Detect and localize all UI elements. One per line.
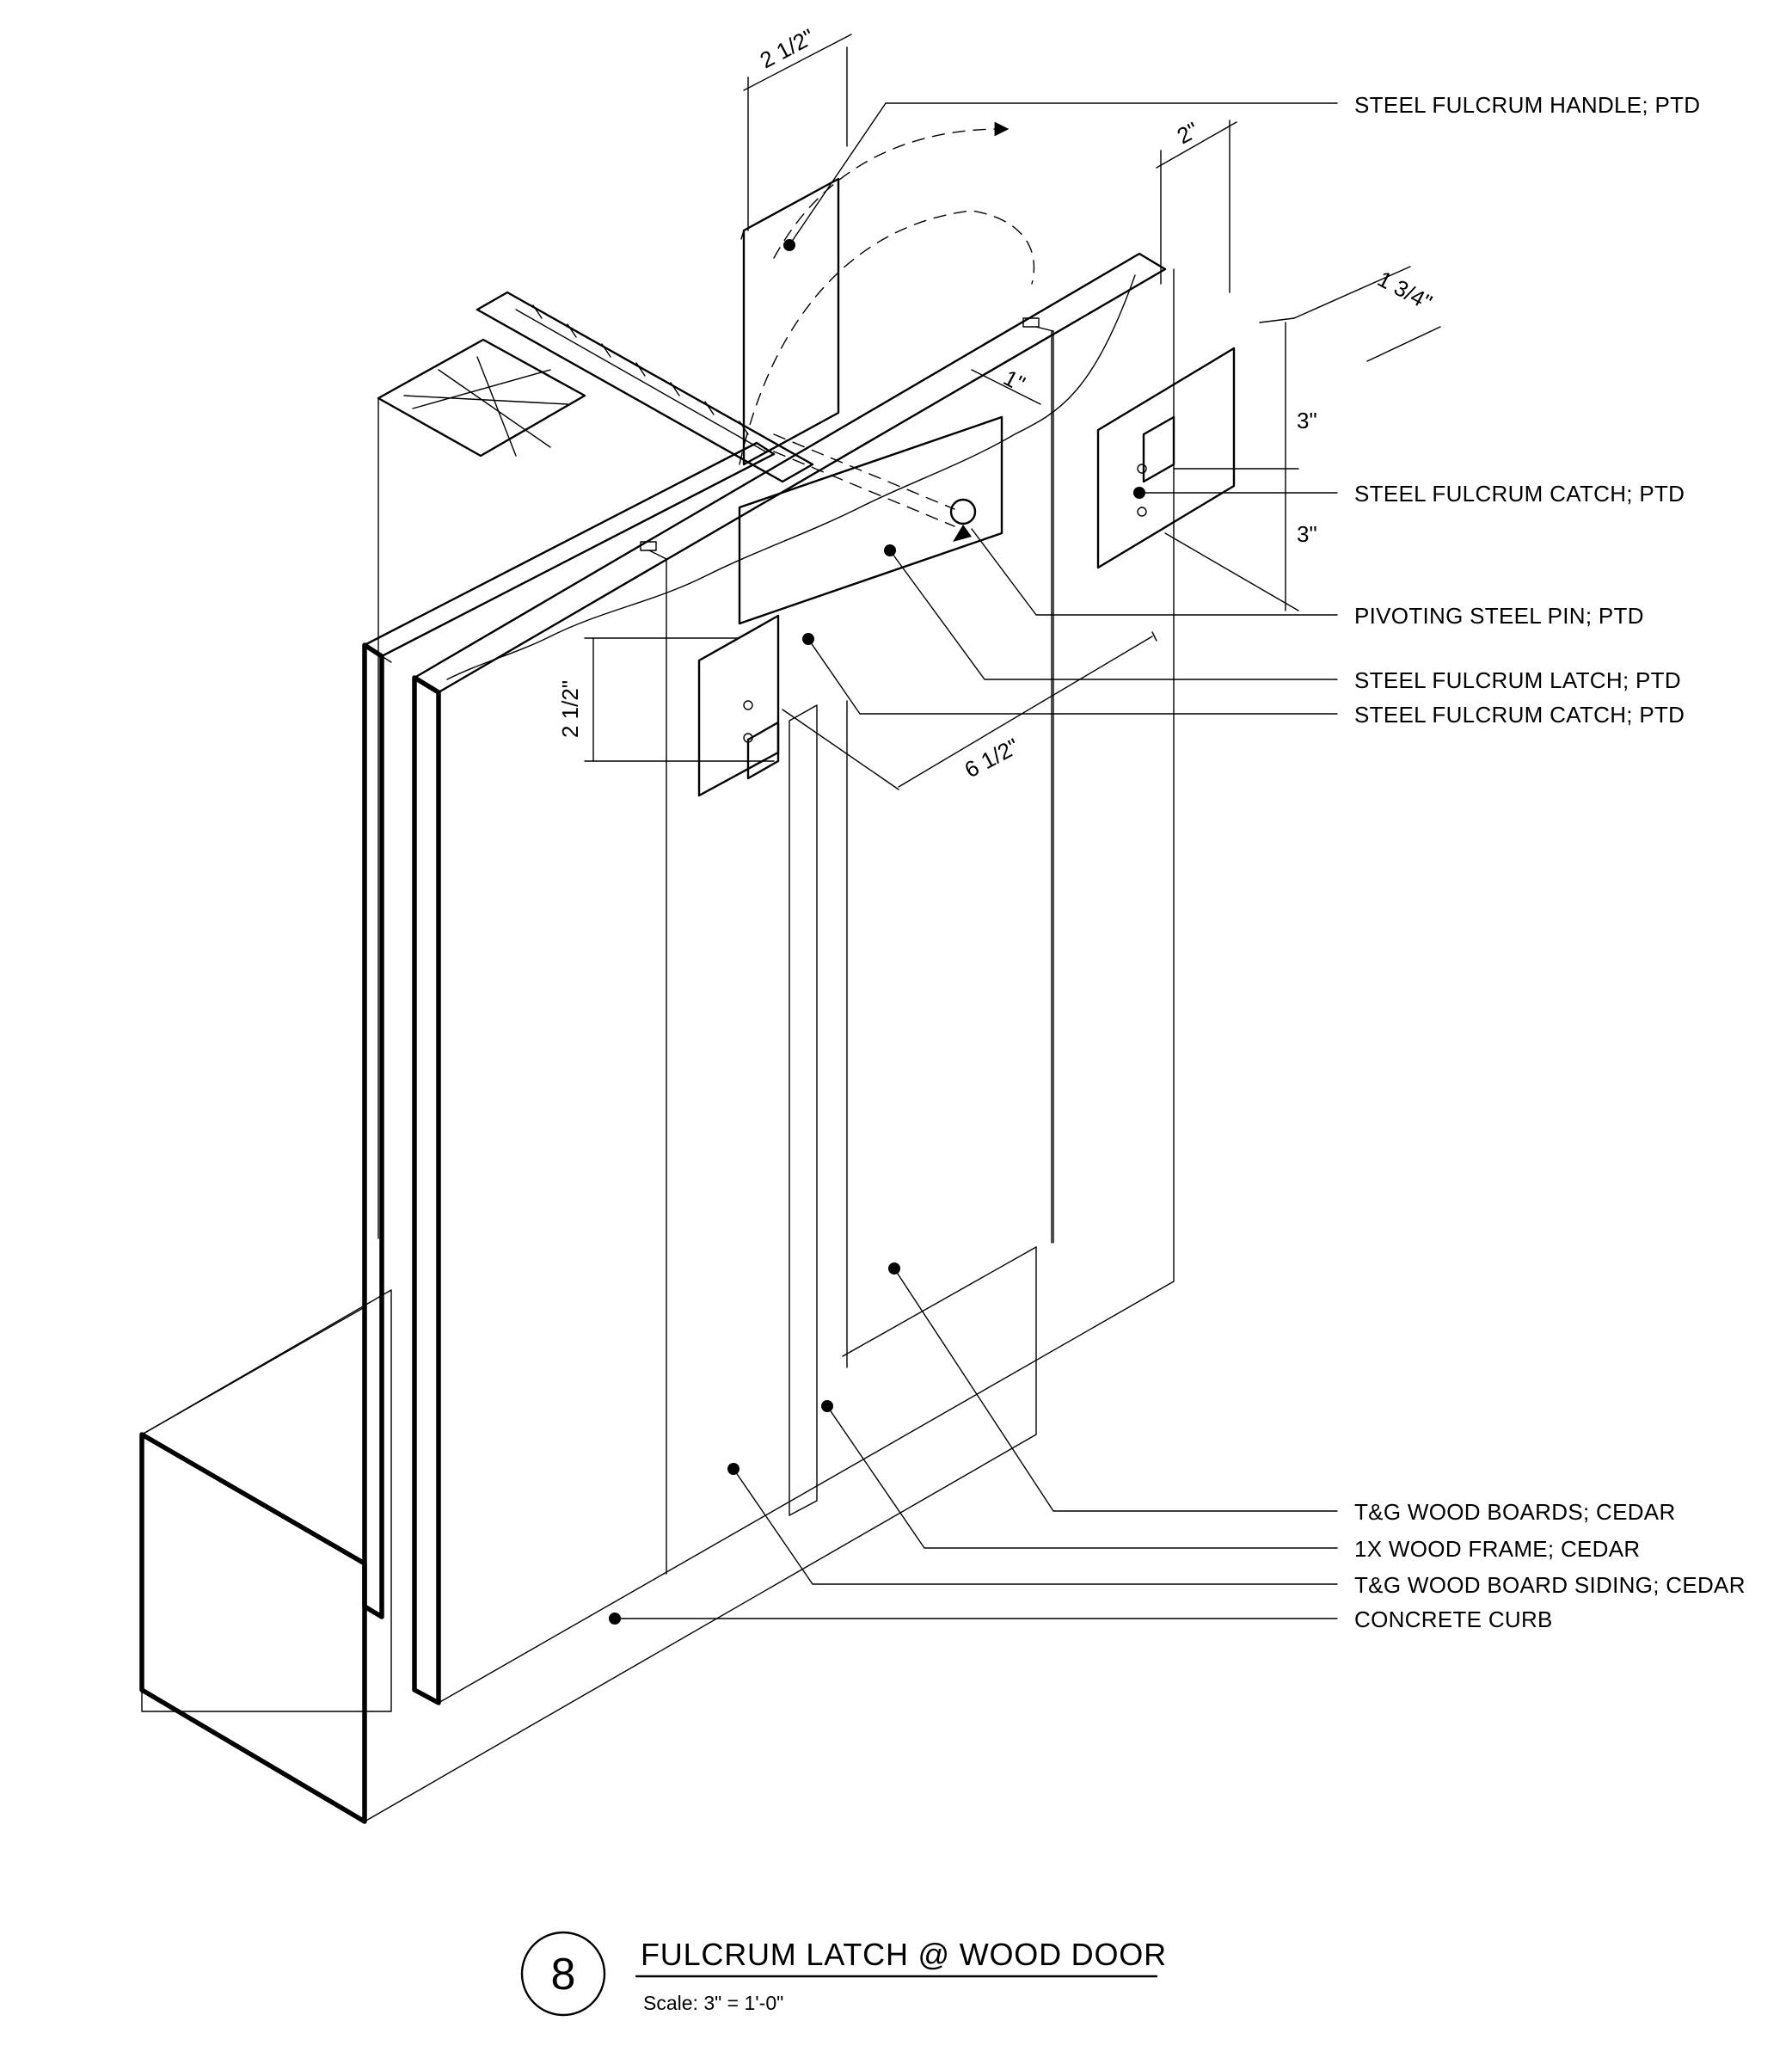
dim-catch-depth: 1 3/4" — [1373, 266, 1436, 316]
dim-handle-width: 2 1/2" — [756, 23, 819, 73]
wall-top-section — [363, 291, 814, 1239]
handle-swing-arc — [739, 121, 1035, 465]
fulcrum-catch-left — [697, 614, 780, 797]
dimension-labels: 2 1/2" 2" 1 3/4" 1" 3" 3" 2 1/2" 6 1/2" — [557, 23, 1436, 783]
latch-bar — [738, 415, 1003, 625]
callout-catch-right: STEEL FULCRUM CATCH; PTD — [1354, 481, 1685, 507]
callout-curb: CONCRETE CURB — [1354, 1606, 1553, 1632]
dim-latch-height: 2 1/2" — [557, 680, 583, 738]
detail-scale: Scale: 3" = 1'-0" — [643, 1992, 783, 2014]
detail-title: FULCRUM LATCH @ WOOD DOOR — [641, 1937, 1167, 1972]
dim-latch-length: 6 1/2" — [960, 733, 1023, 783]
insulated-wall-panel — [362, 642, 392, 1619]
dim-catch-height-upper: 3" — [1297, 408, 1317, 433]
fulcrum-catch-right — [1096, 347, 1236, 569]
concrete-curb — [139, 1246, 1037, 1824]
dim-catch-height-lower: 3" — [1297, 521, 1317, 547]
callout-labels: STEEL FULCRUM HANDLE; PTD STEEL FULCRUM … — [1354, 92, 1746, 1632]
dimension-lines — [584, 34, 1441, 790]
leader-lines — [609, 102, 1338, 1625]
pivoting-pin — [949, 498, 977, 525]
dim-pin-offset: 1" — [999, 365, 1029, 397]
callout-pin: PIVOTING STEEL PIN; PTD — [1354, 603, 1644, 629]
fulcrum-handle — [740, 177, 840, 466]
title-block: 8 FULCRUM LATCH @ WOOD DOOR Scale: 3" = … — [520, 1931, 1167, 2017]
callout-handle: STEEL FULCRUM HANDLE; PTD — [1354, 92, 1700, 118]
callout-siding: T&G WOOD BOARD SIDING; CEDAR — [1354, 1572, 1746, 1598]
door-panel — [412, 252, 1175, 1705]
callout-latch: STEEL FULCRUM LATCH; PTD — [1354, 667, 1681, 693]
detail-number: 8 — [551, 1950, 576, 2000]
detail-number-circle — [520, 1931, 606, 2017]
callout-catch-left: STEEL FULCRUM CATCH; PTD — [1354, 702, 1685, 728]
callout-boards: T&G WOOD BOARDS; CEDAR — [1354, 1499, 1676, 1525]
callout-frame: 1X WOOD FRAME; CEDAR — [1354, 1536, 1640, 1562]
